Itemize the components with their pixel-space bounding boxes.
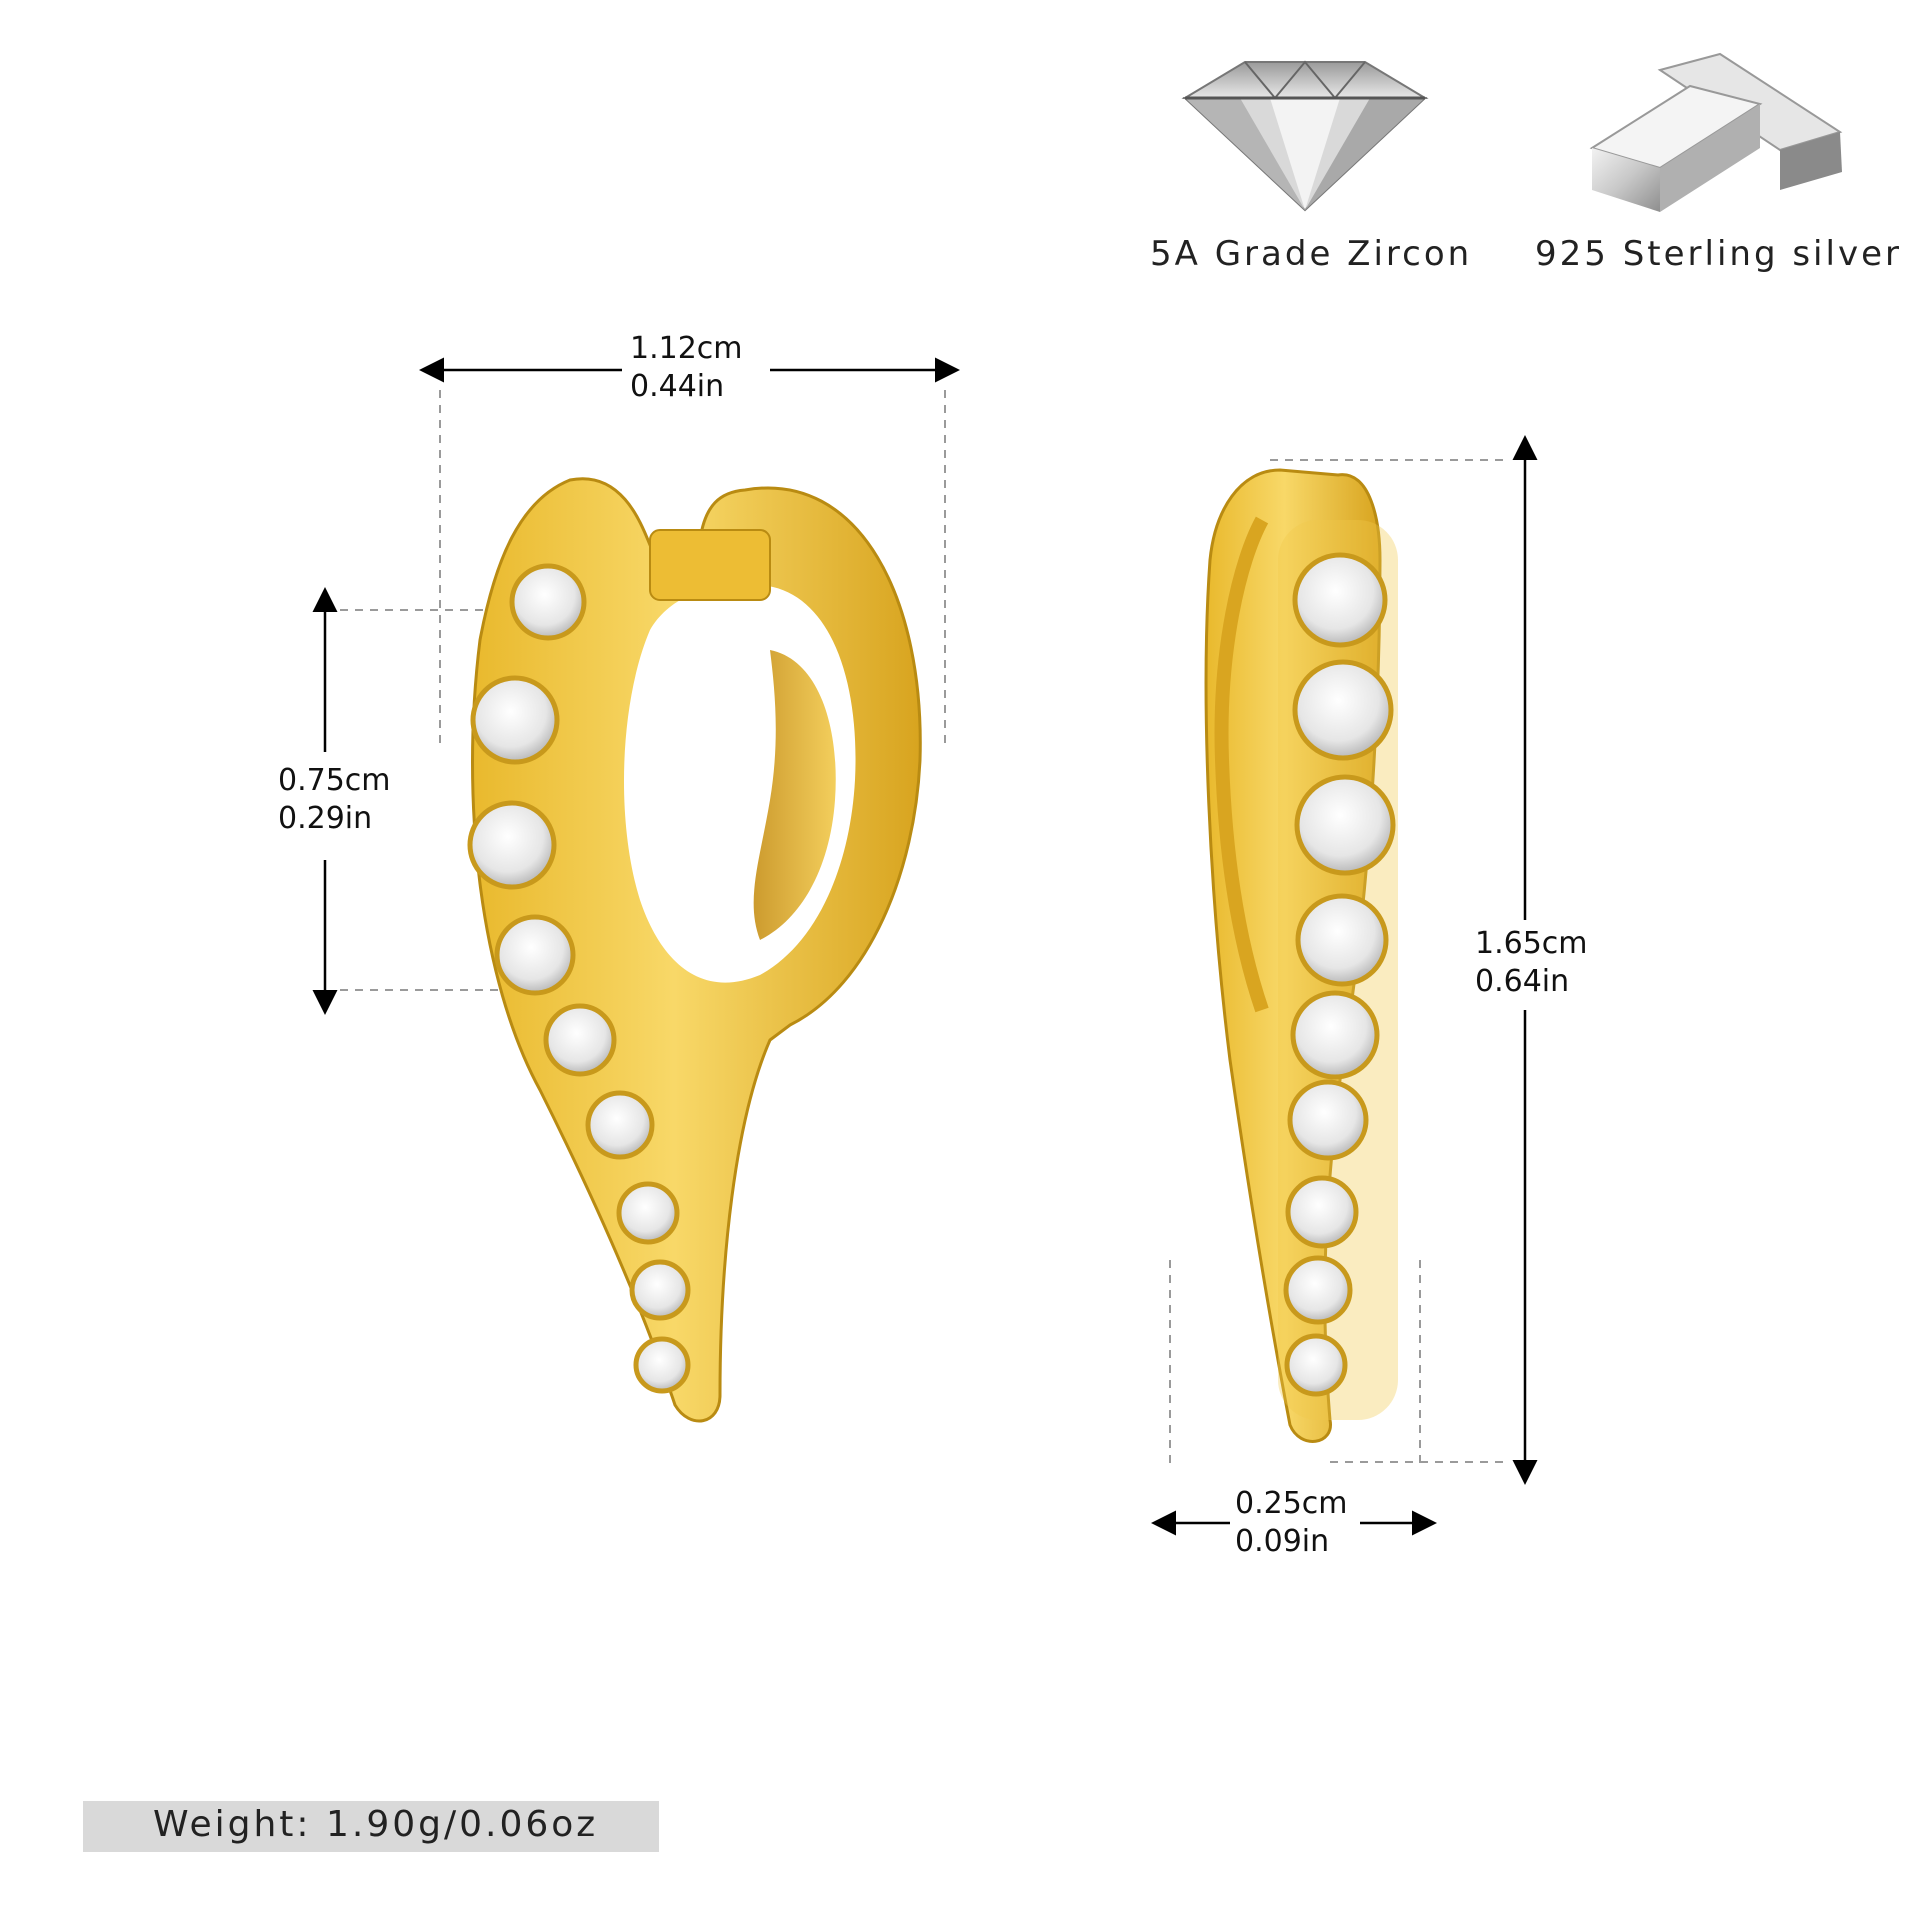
feature-label-zircon: 5A Grade Zircon (1150, 234, 1473, 274)
dimension-width: 1.12cm 0.44in (630, 330, 743, 406)
dimension-inner-in: 0.29in (278, 801, 373, 836)
silver-bar-icon (1589, 52, 1843, 212)
dimension-thickness-cm: 0.25cm (1235, 1486, 1348, 1521)
dimension-width-in: 0.44in (630, 369, 725, 404)
dimension-inner-cm: 0.75cm (278, 763, 391, 798)
dimension-width-cm: 1.12cm (630, 331, 743, 366)
dimension-thickness: 0.25cm 0.09in (1235, 1485, 1348, 1561)
dimension-thickness-in: 0.09in (1235, 1524, 1330, 1559)
zircon-stones-front (1283, 552, 1396, 1397)
dimension-height: 1.65cm 0.64in (1475, 925, 1588, 1001)
gem-icon (1181, 60, 1429, 212)
dimension-height-in: 0.64in (1475, 964, 1570, 999)
feature-label-silver: 925 Sterling silver (1535, 234, 1902, 274)
weight-label: Weight: 1.90g/0.06oz (153, 1804, 599, 1845)
zircon-stones-side (467, 563, 691, 1394)
dimension-arrows (312, 357, 1538, 1536)
weight-banner (83, 1801, 659, 1852)
dimension-height-cm: 1.65cm (1475, 926, 1588, 961)
earring-side-view (467, 477, 922, 1423)
dimension-inner: 0.75cm 0.29in (278, 762, 391, 838)
earring-front-view (1204, 468, 1398, 1443)
